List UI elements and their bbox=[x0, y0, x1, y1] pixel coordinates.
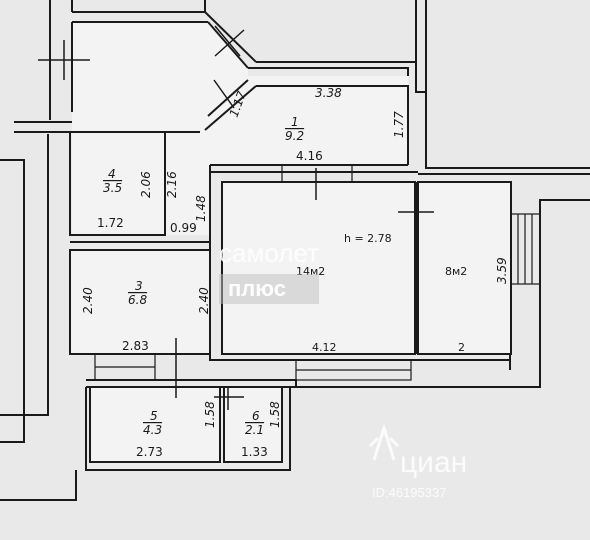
door-marks bbox=[38, 25, 434, 410]
labels: 3.38 1.77 1.17 1 9.2 4.16 4 3.5 2.06 2.1… bbox=[81, 86, 509, 459]
dim-133: 1.33 bbox=[241, 445, 268, 459]
left-outer-wall bbox=[0, 159, 25, 443]
samolet-text-2: плюс bbox=[228, 276, 286, 301]
hallway-right-wall bbox=[256, 85, 409, 165]
diagonal-wall-bottom bbox=[207, 79, 249, 117]
dim-158-a: 1.58 bbox=[203, 401, 217, 428]
left-inner-wall bbox=[0, 134, 49, 416]
right-room-area: 8м2 bbox=[445, 265, 467, 278]
dim-099: 0.99 bbox=[170, 221, 197, 235]
window-big-room-top bbox=[281, 164, 353, 183]
room-5-outline bbox=[89, 386, 221, 463]
dim-148: 1.48 bbox=[194, 195, 208, 222]
room-3-number: 3 bbox=[135, 279, 143, 293]
dim-416: 4.16 bbox=[296, 149, 323, 163]
bottom-left-outer bbox=[0, 470, 77, 501]
room-5-number: 5 bbox=[150, 409, 158, 423]
room-4-number: 4 bbox=[108, 167, 116, 181]
samolet-badge bbox=[219, 274, 319, 304]
dim-283: 2.83 bbox=[122, 339, 149, 353]
dim-206: 2.06 bbox=[139, 171, 153, 198]
outer-right-wall bbox=[425, 0, 590, 169]
room-4-area: 3.5 bbox=[103, 181, 122, 195]
room-6-outline bbox=[223, 386, 283, 463]
bath-top-wall bbox=[86, 379, 297, 388]
room-1-number: 1 bbox=[291, 115, 299, 129]
hallway-mid-wall bbox=[248, 67, 409, 76]
big-room-fill bbox=[222, 182, 415, 354]
cian-brand-text: циан bbox=[400, 446, 467, 479]
stair-right-wall bbox=[415, 0, 426, 93]
cian-id-text: ID:46195337 bbox=[372, 485, 446, 500]
dim-412: 4.12 bbox=[312, 341, 337, 354]
cian-watermark: циан ID:46195337 bbox=[368, 422, 467, 500]
door-mark-entry-a bbox=[214, 25, 241, 57]
room-5-area: 4.3 bbox=[143, 423, 162, 437]
diagonal-wall-bottom-2 bbox=[204, 85, 257, 131]
bath-outer-wall bbox=[85, 387, 291, 471]
dim-338: 3.38 bbox=[315, 86, 342, 100]
right-room-fill bbox=[418, 182, 511, 354]
cian-logo-icon bbox=[368, 422, 400, 461]
room-4-outline bbox=[69, 131, 166, 236]
room-6-number: 6 bbox=[252, 409, 260, 423]
window-marks bbox=[94, 164, 541, 381]
samolet-text-1: самолет bbox=[219, 238, 319, 268]
ceiling-height: h = 2.78 bbox=[344, 232, 392, 245]
room-3-fill bbox=[70, 250, 210, 354]
hallway-upper-right-wall bbox=[256, 0, 417, 63]
dim-2: 2 bbox=[458, 341, 465, 354]
room-6-area: 2.1 bbox=[245, 423, 264, 437]
big-room-area: 14м2 bbox=[296, 265, 325, 278]
dim-273: 2.73 bbox=[136, 445, 163, 459]
dim-359: 3.59 bbox=[495, 257, 509, 284]
dim-240-left: 2.40 bbox=[81, 287, 95, 314]
room-3-area: 6.8 bbox=[128, 293, 147, 307]
dim-240-right: 2.40 bbox=[197, 287, 211, 314]
right-lower-wall bbox=[295, 199, 590, 388]
samolet-watermark: самолет плюс bbox=[219, 238, 319, 304]
room-1-area: 9.2 bbox=[285, 129, 304, 143]
door-mark-entry-b bbox=[214, 29, 245, 57]
room-5-fill bbox=[90, 387, 220, 462]
dim-177: 1.77 bbox=[392, 111, 406, 138]
room-6-fill bbox=[224, 387, 282, 462]
hallway-fill bbox=[72, 22, 408, 235]
door-mark-entry-c bbox=[213, 79, 235, 109]
dim-216: 2.16 bbox=[165, 171, 179, 198]
dim-172: 1.72 bbox=[97, 216, 124, 230]
room-fills bbox=[70, 22, 511, 462]
dim-158-b: 1.58 bbox=[268, 401, 282, 428]
diagonal-wall-upper bbox=[204, 11, 257, 63]
